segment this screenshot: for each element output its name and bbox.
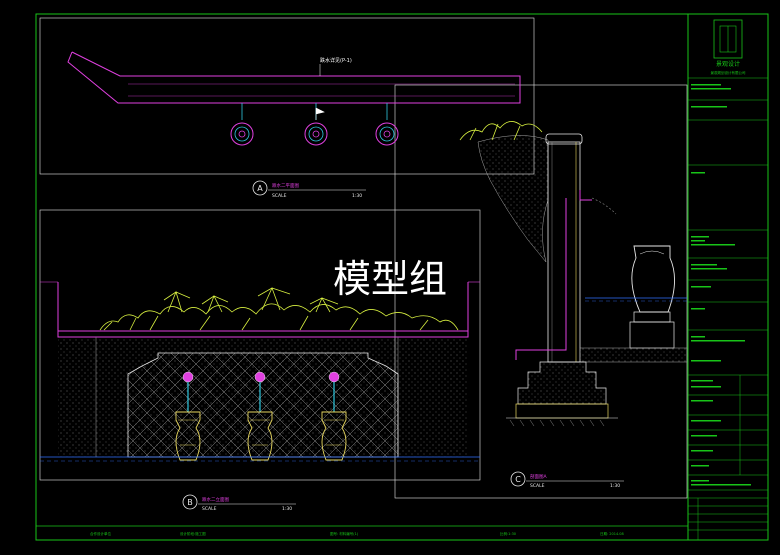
bottom-strip-item-1: 合作设计单位 <box>90 531 111 536</box>
elevation-view-frame <box>39 209 481 481</box>
logo-mark <box>713 19 743 59</box>
callout-a-scale-value: 1:30 <box>352 193 362 199</box>
logo-text: 景观设计 <box>716 60 740 68</box>
wall-section <box>547 141 581 363</box>
shrub-band <box>99 286 459 331</box>
footing <box>517 361 607 405</box>
plan-wall-outline <box>67 51 521 104</box>
plan-view: 跌水详见(P-1) A 跌水二平面图 SCALE 1:30 <box>67 51 521 199</box>
callout-b-letter: B <box>187 498 193 507</box>
section-view-frame <box>394 84 688 499</box>
section-shrub <box>459 121 543 141</box>
title-block: 景观设计 景观规划设计有限公司 <box>688 19 768 540</box>
elevation-urn-2 <box>247 371 273 461</box>
soil-mass <box>477 135 549 263</box>
bottom-strip-item-4: 比例:1:30 <box>500 531 516 536</box>
callout-a-letter: A <box>257 184 263 193</box>
base-course <box>515 403 609 419</box>
callout-b: B 跌水二立面图 SCALE 1:30 <box>182 494 296 512</box>
callout-b-title: 跌水二立面图 <box>202 496 229 503</box>
callout-a-scale-label: SCALE <box>272 193 287 199</box>
feature-panel <box>127 352 399 458</box>
callout-c-scale-value: 1:30 <box>610 483 620 489</box>
sheet-border <box>35 13 769 541</box>
plan-urn-3 <box>375 103 399 146</box>
elevation-urn-3 <box>321 371 347 461</box>
flag-marker <box>315 107 325 120</box>
title-block-placeholder-text <box>691 84 751 486</box>
section-urn <box>629 245 675 349</box>
wall-cap <box>57 330 469 338</box>
callout-c-title: 剖面图A <box>530 473 547 480</box>
bottom-strip-item-3: 图号: 材料编号(1) <box>330 531 359 536</box>
watermark-text: 模型组 <box>333 257 447 301</box>
plan-view-frame <box>39 17 535 175</box>
pool-slab <box>579 347 688 363</box>
callout-a: A 跌水二平面图 SCALE 1:30 <box>252 180 366 199</box>
callout-b-scale-value: 1:30 <box>282 506 292 512</box>
callout-c-letter: C <box>515 475 521 484</box>
spout-pipe <box>579 190 592 201</box>
company-name: 景观规划设计有限公司 <box>711 70 746 75</box>
title-block-rows <box>688 99 768 540</box>
callout-b-scale-label: SCALE <box>202 506 217 512</box>
callout-c: C 剖面图A SCALE 1:30 <box>510 471 624 489</box>
bottom-strip-item-5: 日期: 2014.08 <box>600 531 624 536</box>
elevation-urn-1 <box>175 371 201 461</box>
plan-urn-2 <box>304 103 328 146</box>
callout-a-title: 跌水二平面图 <box>272 182 299 189</box>
plan-urn-1 <box>230 103 254 146</box>
plan-note: 跌水详见(P-1) <box>320 57 352 64</box>
section-view: C 剖面图A SCALE 1:30 <box>459 121 688 489</box>
elevation-view: B 跌水二立面图 SCALE 1:30 <box>40 281 480 512</box>
bottom-strip-item-2: 设计阶段:施工图 <box>180 531 206 536</box>
callout-c-scale-label: SCALE <box>530 483 545 489</box>
bottom-strip: 合作设计单位 设计阶段:施工图 图号: 材料编号(1) 比例:1:30 日期: … <box>90 531 624 536</box>
supply-pipe <box>515 198 567 360</box>
wall-coping <box>545 133 583 145</box>
